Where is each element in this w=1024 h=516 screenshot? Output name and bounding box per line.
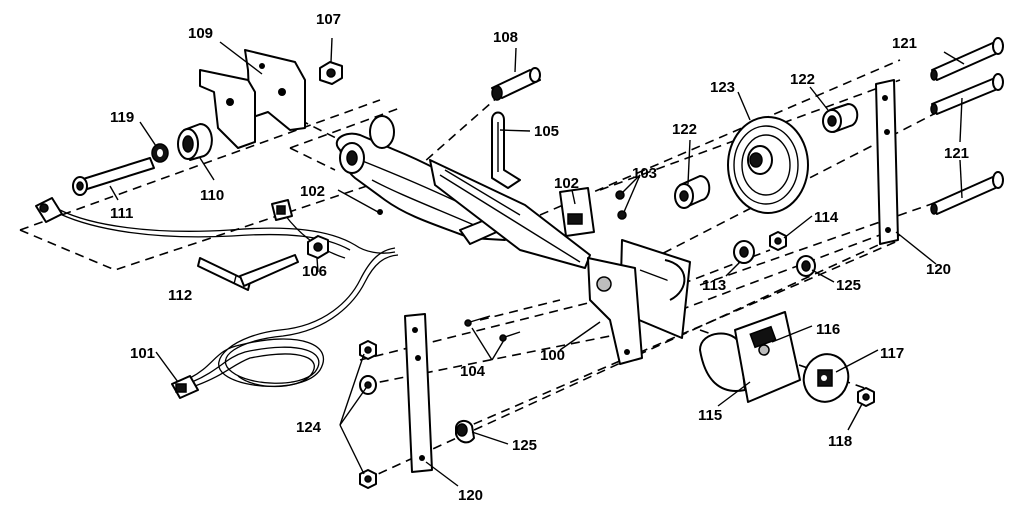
spacer-119 <box>151 143 169 163</box>
callout-111: 111 <box>110 205 133 222</box>
spring-105 <box>491 111 521 189</box>
callout-112: 112 <box>168 287 192 304</box>
callout-115: 115 <box>698 407 722 424</box>
screws-103 <box>615 190 627 220</box>
nuts-124 <box>359 340 377 489</box>
callout-119: 119 <box>110 109 134 126</box>
spacer-125-right <box>796 255 816 277</box>
mounting-plate-120-right <box>875 79 899 245</box>
callout-124: 124 <box>296 419 322 436</box>
callout-123: 123 <box>710 79 735 96</box>
rod-112 <box>197 254 299 291</box>
callout-122-left: 122 <box>672 121 697 138</box>
callout-113: 113 <box>702 277 726 294</box>
callout-103: 103 <box>632 165 657 182</box>
callout-102-arm: 102 <box>300 183 325 200</box>
callout-105: 105 <box>534 123 559 140</box>
callout-120-left: 120 <box>458 487 483 504</box>
guide-rail <box>429 159 591 269</box>
callout-116: 116 <box>816 321 840 338</box>
pin-108 <box>491 67 541 101</box>
spacer-122a <box>674 175 711 209</box>
nut-118 <box>857 387 875 407</box>
mounting-plate-120-left <box>404 313 433 473</box>
bolt-121-top <box>930 37 1004 81</box>
callout-107: 107 <box>316 11 341 28</box>
nut-114 <box>769 231 787 251</box>
screws-104 <box>464 315 521 342</box>
bolt-121-bottom <box>930 171 1004 215</box>
spacer-125-left <box>455 420 475 444</box>
callout-109: 109 <box>188 25 213 42</box>
callout-120-right: 120 <box>926 261 951 278</box>
bushing-110 <box>177 123 213 161</box>
bolt-111 <box>72 157 155 196</box>
deflector-100 <box>587 239 691 365</box>
callout-122-right: 122 <box>790 71 815 88</box>
callout-117: 117 <box>880 345 904 362</box>
housing-115 <box>699 311 801 403</box>
callout-101: 101 <box>130 345 155 362</box>
callout-118: 118 <box>828 433 852 450</box>
callout-114: 114 <box>814 209 839 226</box>
callout-104: 104 <box>460 363 486 380</box>
callout-121-top: 121 <box>892 35 917 52</box>
callout-100: 100 <box>540 347 565 364</box>
pulley-123 <box>727 116 809 214</box>
callout-102-bracket: 102 <box>554 175 579 192</box>
nut-106 <box>307 235 329 259</box>
callout-125-left: 125 <box>512 437 537 454</box>
callout-106: 106 <box>302 263 327 280</box>
bracket-102-small <box>559 187 595 237</box>
callout-125-right: 125 <box>836 277 861 294</box>
wire-plug-end <box>35 197 63 223</box>
callout-121-middle: 121 <box>944 145 969 162</box>
plate-117 <box>802 353 850 403</box>
leader-lines <box>109 37 965 487</box>
nut-107 <box>319 61 343 85</box>
callout-labels: 107 109 108 105 119 110 102 111 102 103 … <box>110 11 969 504</box>
washer-113 <box>733 240 755 264</box>
wire-harness <box>59 209 399 388</box>
bracket-109 <box>199 49 306 149</box>
spacer-122b <box>822 103 859 133</box>
callout-108: 108 <box>493 29 518 46</box>
wire-clip <box>271 199 293 221</box>
bolt-121-middle <box>930 73 1004 115</box>
callout-110: 110 <box>200 187 224 204</box>
